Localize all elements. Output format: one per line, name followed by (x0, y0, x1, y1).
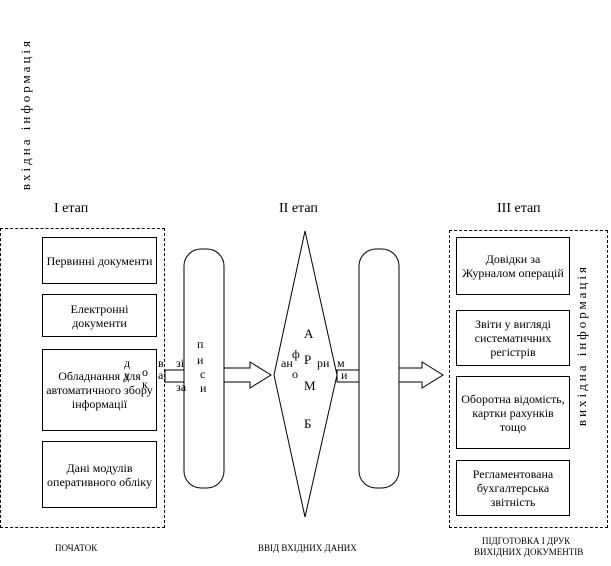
operational-modules-box: Дані модулів оперативного обліку (42, 441, 157, 508)
overlay-letter: д (124, 356, 131, 370)
auto-collection-equipment-box: Обладнання для автоматичного збору інфор… (42, 349, 157, 431)
overlay-letter: в (158, 356, 164, 370)
regulated-reporting-box: Регламентована бухгалтерська звітність (456, 460, 570, 516)
diamond-overlay-letter: ф (292, 347, 300, 361)
block-letter: и (341, 368, 348, 382)
output-info-side-label: вихідна інформація (574, 264, 589, 427)
diamond-overlay-letter: о (292, 367, 298, 381)
overlay-letter: а (158, 368, 164, 382)
caption-input: ВВІД ВХІДНИХ ДАНИХ (258, 543, 357, 553)
diamond-letter-r: Р (304, 352, 312, 367)
diamond-letter-b: Б (304, 416, 312, 431)
caption-output-line1: ПІДГОТОВКА І ДРУК (482, 536, 571, 546)
systematic-registers-box: Звіти у вигляді систематичних регістрів (456, 310, 570, 366)
block-letter: и (197, 353, 204, 367)
output-group-frame (449, 230, 608, 528)
processing-block (358, 248, 400, 489)
overlay-letter: к (142, 377, 148, 391)
arrow-block-to-diamond (223, 361, 272, 389)
overlay-letter: зі (176, 356, 185, 370)
caption-output-line2: ВИХІДНИХ ДОКУМЕНТІВ (474, 547, 584, 557)
overlay-letter: у (124, 368, 130, 382)
block-letter: п (197, 337, 204, 351)
arm-diamond (273, 230, 338, 518)
turnover-statement-box: Оборотна відомість, картки рахунків тощо (456, 376, 570, 449)
caption-start: ПОЧАТОК (55, 543, 98, 553)
arrow-block-to-output (398, 361, 444, 389)
arrow-input-to-block (164, 369, 185, 383)
diamond-letter-m: М (304, 378, 316, 393)
overlay-letter: о (142, 365, 148, 379)
block-letter: и (200, 381, 207, 395)
block-letter: м (337, 356, 345, 370)
electronic-documents-box: Електронні документи (42, 294, 157, 337)
diamond-overlay-letter: ан (281, 356, 293, 370)
diamond-overlay-letter: ри (317, 356, 330, 370)
arrow-diamond-to-block (336, 369, 360, 383)
primary-documents-box: Первинні документи (42, 237, 157, 284)
overlay-letter: за (176, 380, 187, 394)
diamond-letter-a: А (304, 326, 314, 341)
stage-1-title: І етап (54, 201, 89, 216)
block-letter: с (200, 367, 206, 381)
stage-2-title: ІІ етап (279, 201, 318, 216)
stage-3-title: ІІІ етап (497, 201, 541, 216)
journal-reports-box: Довідки за Журналом операцій (456, 237, 570, 295)
